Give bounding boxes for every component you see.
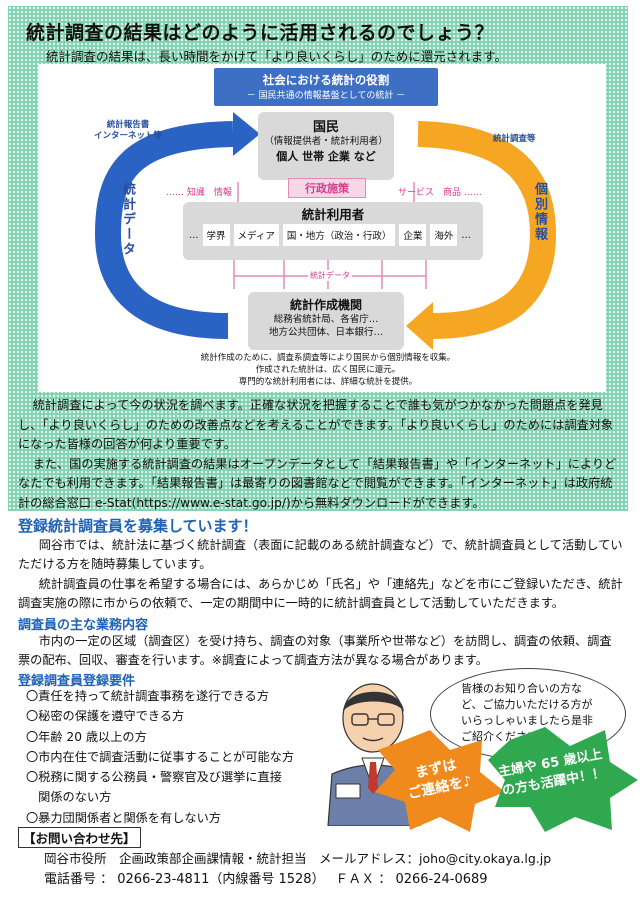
recruit-heading: 登録統計調査員を募集しています！ <box>18 517 258 535</box>
left-side-label-1: 統計報告書 <box>106 120 150 130</box>
role-subtitle: － 国民共通の情報基盤としての統計 － <box>246 91 406 101</box>
producers-line2: 地方公共団体、日本銀行… <box>268 327 383 338</box>
users-item: 学界 <box>202 224 230 246</box>
info-panel: 統計調査の結果はどのように活用されるのでしょう？ 統計調査の結果は、長い時間をか… <box>8 6 628 511</box>
list-item: 〇秘密の保護を遵守できる方 <box>26 709 185 724</box>
users-list: … 学界 メディア 国・地方（政治・行政） 企業 海外 … <box>189 224 471 246</box>
page-title: 統計調査の結果はどのように活用されるのでしょう？ <box>26 22 495 44</box>
left-side-label: 統計報告書 インターネット等 <box>94 120 162 142</box>
statistics-role-diagram: 社会における統計の役割 － 国民共通の情報基盤としての統計 － 国民 （情報提供… <box>38 64 606 392</box>
citizens-desc: （情報提供者・統計利用者） <box>264 136 388 147</box>
benefit-left: …… 知識 情報 <box>166 188 232 198</box>
orange-cycle-arrow <box>417 121 557 339</box>
users-item: 海外 <box>430 224 458 246</box>
elder-burst <box>488 727 638 832</box>
blue-cycle-arrow <box>94 121 234 339</box>
contact-burst <box>375 730 505 832</box>
intro-paragraph: 統計調査によって今の状況を調べます。正確な状況を把握することで誰も気がつかなかっ… <box>18 398 614 451</box>
duties-heading: 調査員の主な業務内容 <box>18 618 149 633</box>
role-banner: 社会における統計の役割 － 国民共通の情報基盤としての統計 － <box>214 68 438 106</box>
users-item: … <box>461 229 471 241</box>
list-item: 〇年齢 20 歳以上の方 <box>26 729 147 744</box>
requirements-list: 〇責任を持って統計調査事務を遂行できる方 〇秘密の保護を遵守できる方 〇年齢 2… <box>26 686 326 828</box>
role-title: 社会における統計の役割 <box>262 73 390 87</box>
contact-phone: 電話番号 ： 0266-23-4811（内線番号 1528） ＦＡＸ ： 026… <box>44 872 488 887</box>
contact-office: 岡谷市役所 企画政策部企画課情報・統計担当 メールアドレス：joho@city.… <box>44 851 552 866</box>
intro-paragraph: また、国の実施する統計調査の結果はオープンデータとして「結果報告書」や「インター… <box>18 456 617 510</box>
left-side-label-2: インターネット等 <box>94 131 163 141</box>
users-item: メディア <box>233 224 279 246</box>
list-item: 〇責任を持って統計調査事務を遂行できる方 <box>26 689 269 703</box>
policy-box: 行政施策 <box>288 178 366 198</box>
producers-box: 統計作成機関 総務省統計局、各省庁… 地方公共団体、日本銀行… <box>248 292 404 350</box>
duties-text: 市内の一定の区域（調査区）を受け持ち、調査の対象（事業所や世帯など）を訪問し、調… <box>18 634 612 667</box>
list-item: 関係のない方 <box>26 790 112 805</box>
requirements-heading: 登録調査員登録要件 <box>18 674 136 689</box>
page-subtitle: 統計調査の結果は、長い時間をかけて「より良いくらし」のために還元されます。 <box>46 49 508 64</box>
blue-arrowhead <box>233 112 260 156</box>
list-item: 〇市内在住で調査活動に従事することが可能な方 <box>26 749 295 764</box>
intro-text: 統計調査によって今の状況を調べます。正確な状況を把握することで誰も気がつかなかっ… <box>18 396 622 513</box>
stat-data-label: 統計データ <box>308 270 352 281</box>
right-side-label: 統計調査等 <box>493 134 536 144</box>
users-box: 統計利用者 … 学界 メディア 国・地方（政治・行政） 企業 海外 … <box>183 202 483 260</box>
benefit-row: …… 知識 情報 サービス 商品 …… <box>158 182 498 200</box>
list-item: 〇暴力団関係者と関係を有しない方 <box>26 810 221 825</box>
caption-line: 専門的な統計利用者には、詳細な統計を提供。 <box>238 377 418 387</box>
citizens-box: 国民 （情報提供者・統計利用者） 個人 世帯 企業 など <box>258 112 394 180</box>
citizens-members: 個人 世帯 企業 など <box>276 150 376 163</box>
left-vertical-label: 統計データ <box>120 182 135 257</box>
caption-line: 統計作成のために、調査系調査等により国民から個別情報を収集。 <box>200 353 456 363</box>
list-item: 〇税務に関する公務員・警察官及び選挙に直接 <box>26 770 282 785</box>
right-vertical-label: 個別情報 <box>532 182 547 242</box>
callout-bursts <box>375 727 638 832</box>
caption-line: 作成された統計は、広く国民に還元。 <box>255 365 401 375</box>
contact-heading: 【お問い合わせ先】 <box>18 827 141 848</box>
users-item: 企業 <box>399 224 427 246</box>
recruit-paragraph: 統計調査員の仕事を希望する場合には、あらかじめ「氏名」や「連絡先」などを市にご登… <box>18 577 623 610</box>
users-item: … <box>189 229 199 241</box>
users-item: 国・地方（政治・行政） <box>282 224 396 246</box>
recruit-paragraph: 岡谷市では、統計法に基づく統計調査（表面に記載のある統計調査など）で、統計調査員… <box>18 538 623 571</box>
producers-title: 統計作成機関 <box>289 298 362 312</box>
orange-arrowhead <box>406 302 433 350</box>
citizens-title: 国民 <box>312 120 339 135</box>
users-title: 統計利用者 <box>301 207 365 222</box>
producers-line1: 総務省統計局、各省庁… <box>273 314 379 325</box>
diagram-caption: 統計作成のために、調査系調査等により国民から個別情報を収集。 作成された統計は、… <box>168 352 488 388</box>
benefit-right: サービス 商品 …… <box>398 188 482 198</box>
